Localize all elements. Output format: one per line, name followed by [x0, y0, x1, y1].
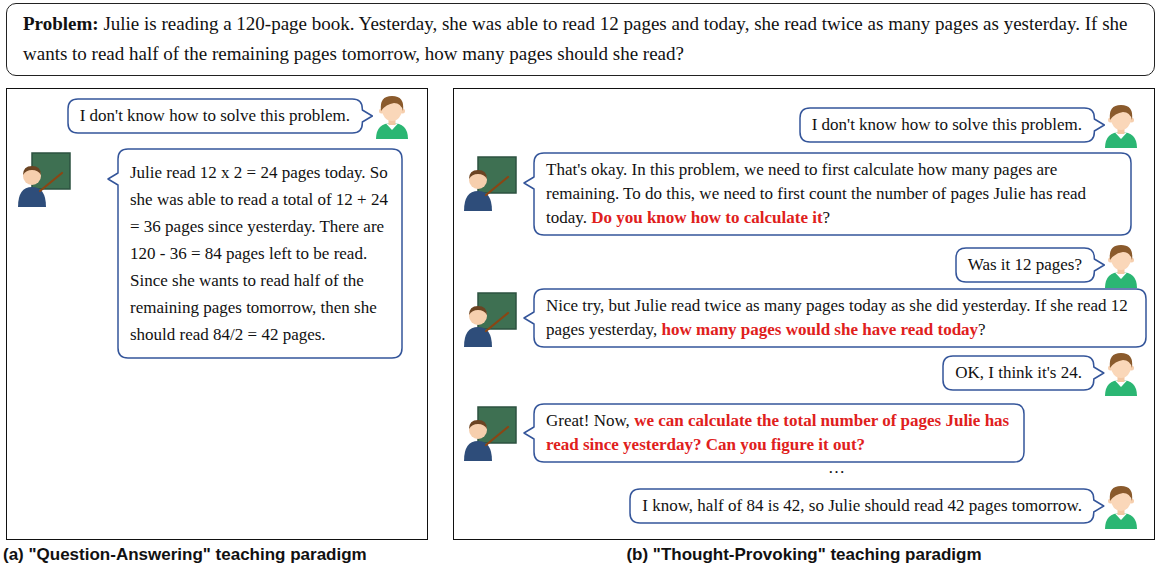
bubble-border — [108, 149, 402, 358]
student-bubble: OK, I think it's 24. — [943, 356, 1094, 390]
student-text: I don't know how to solve this problem. — [80, 106, 350, 125]
panel-frame: (a) "Question-Answering" teaching paradi… — [6, 88, 428, 540]
student-text: Was it 12 pages? — [968, 255, 1082, 274]
teacher-bubble: Great! Now,we can calculate the total nu… — [534, 404, 1024, 462]
student-icon — [1105, 353, 1137, 396]
student-bubble: I know, half of 84 is 42, so Julie shoul… — [630, 489, 1094, 523]
teacher-icon — [464, 157, 516, 211]
panel-caption: (a) "Question-Answering" teaching paradi… — [3, 545, 367, 565]
teacher-text: Great! Now, — [546, 411, 630, 430]
bubble-border — [68, 99, 372, 133]
bubble-border — [630, 489, 1104, 523]
bubble-border — [524, 289, 1146, 347]
bubble-border — [524, 153, 1131, 235]
student-bubble: I don't know how to solve this problem. — [68, 99, 362, 133]
guiding-question: Do you know how to calculate it — [591, 208, 822, 227]
teacher-bubble: Julie read 12 x 2 = 24 pages today. So s… — [118, 149, 402, 358]
teacher-bubble: That's okay. In this problem, we need to… — [534, 153, 1131, 235]
panel-caption: (b) "Thought-Provoking" teaching paradig… — [454, 545, 1154, 565]
student-icon — [1105, 486, 1137, 529]
student-text: OK, I think it's 24. — [955, 363, 1082, 382]
student-bubble: I don't know how to solve this problem. — [800, 108, 1094, 142]
panel-frame: (b) "Thought-Provoking" teaching paradig… — [453, 88, 1155, 540]
bubble-border — [800, 108, 1104, 142]
bubble-border — [943, 356, 1104, 390]
teacher-text: ? — [823, 208, 831, 227]
teacher-text: Julie read 12 x 2 = 24 pages today. So s… — [130, 163, 388, 344]
teacher-icon — [464, 293, 516, 347]
bubble-border — [956, 248, 1104, 282]
guiding-question: how many pages would she have read today — [662, 320, 979, 339]
student-icon — [1105, 105, 1137, 148]
student-text: I don't know how to solve this problem. — [812, 115, 1082, 134]
teacher-bubble: Nice try, but Julie read twice as many p… — [534, 289, 1146, 347]
student-bubble: Was it 12 pages? — [956, 248, 1094, 282]
teacher-icon — [464, 407, 516, 461]
bubble-border — [524, 404, 1024, 462]
problem-heading: Problem: — [23, 13, 99, 34]
teacher-icon — [18, 153, 70, 207]
teacher-text: ? — [978, 320, 986, 339]
ellipsis-mark: … — [828, 458, 845, 478]
problem-text: Julie is reading a 120-page book. Yester… — [23, 13, 1127, 64]
problem-box: Problem:Julie is reading a 120-page book… — [6, 3, 1155, 76]
student-text: I know, half of 84 is 42, so Julie shoul… — [642, 496, 1082, 515]
student-icon — [376, 96, 408, 139]
student-icon — [1105, 245, 1137, 288]
